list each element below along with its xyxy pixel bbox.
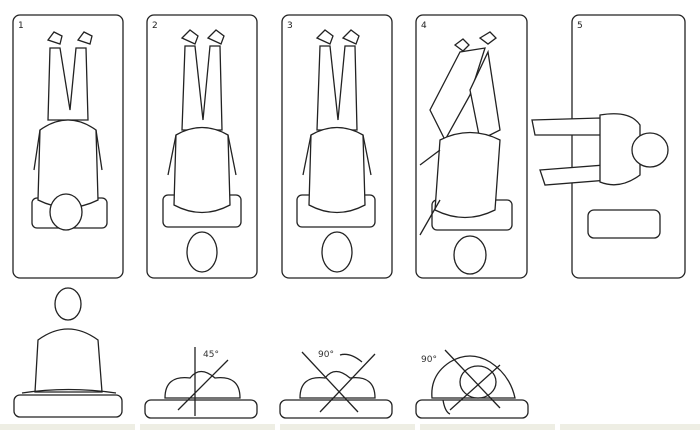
panel-number: 2 bbox=[152, 21, 158, 31]
panel-number: 3 bbox=[287, 21, 293, 31]
panel-number: 4 bbox=[421, 21, 427, 31]
pillow bbox=[587, 209, 661, 239]
footer-band bbox=[420, 424, 555, 430]
panel-2: 2 bbox=[146, 14, 258, 279]
panel-3: 3 bbox=[281, 14, 393, 279]
step-2-head-position: 45° bbox=[144, 347, 258, 419]
footer-band bbox=[280, 424, 415, 430]
angle-label: 45° bbox=[203, 350, 219, 360]
panel-5: 5 bbox=[531, 14, 686, 279]
step-3-head-position: 90° bbox=[279, 350, 393, 419]
panel-number: 5 bbox=[577, 21, 583, 31]
mattress bbox=[415, 399, 529, 419]
footer-band bbox=[0, 424, 135, 430]
angle-label: 90° bbox=[421, 355, 437, 365]
step-4-head-position: 90° bbox=[415, 349, 529, 419]
footer-band bbox=[140, 424, 275, 430]
mattress bbox=[144, 399, 258, 419]
footer-band bbox=[560, 424, 700, 430]
mattress bbox=[13, 394, 123, 418]
angle-label: 90° bbox=[318, 350, 334, 360]
panel-4: 4 bbox=[415, 14, 528, 279]
panel-1: 1 bbox=[12, 14, 124, 279]
mattress bbox=[279, 399, 393, 419]
panel-number: 1 bbox=[18, 21, 24, 31]
seated-figure bbox=[13, 287, 123, 418]
